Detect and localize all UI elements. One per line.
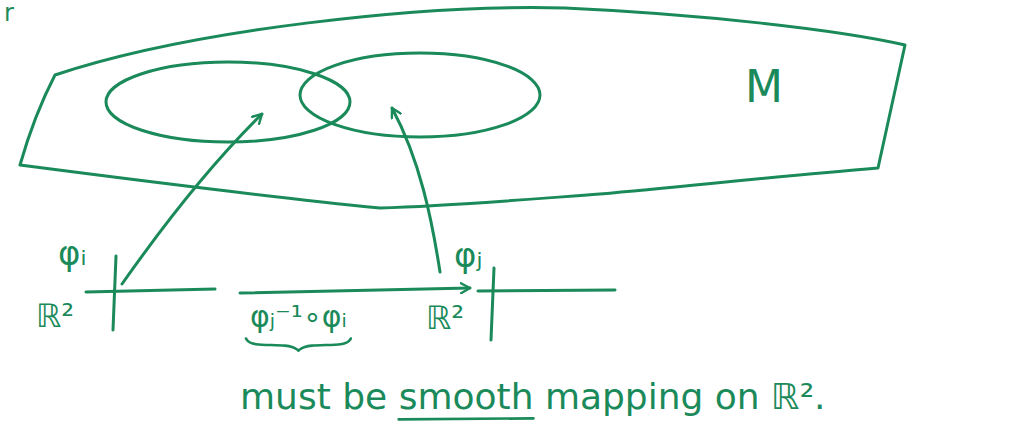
space-label: ℝ²: [426, 300, 464, 337]
axis-vertical-left: [113, 256, 116, 330]
page-fragment: r: [4, 0, 14, 28]
chart-map-arrow-j: [392, 108, 440, 272]
chart-map-label: φⱼ: [454, 236, 482, 275]
axis-horizontal-right: [478, 290, 615, 291]
chart-domain-right: [300, 53, 540, 137]
axis-vertical-right: [491, 268, 494, 340]
axis-horizontal-left: [86, 289, 215, 292]
chart-map-arrow-i: [122, 114, 262, 284]
manifold-sheet: [20, 8, 905, 208]
note-text: must be smooth mapping on ℝ².: [240, 376, 826, 417]
transition-arrow: [240, 288, 470, 293]
emphasis-underline: [399, 418, 534, 419]
underbrace: [246, 339, 298, 351]
transition-map-label: φⱼ⁻¹∘φᵢ: [250, 300, 347, 335]
space-label: ℝ²: [36, 298, 74, 335]
underbrace: [298, 339, 350, 351]
manifold-name: M: [745, 62, 783, 113]
chart-map-label: φᵢ: [58, 234, 87, 273]
